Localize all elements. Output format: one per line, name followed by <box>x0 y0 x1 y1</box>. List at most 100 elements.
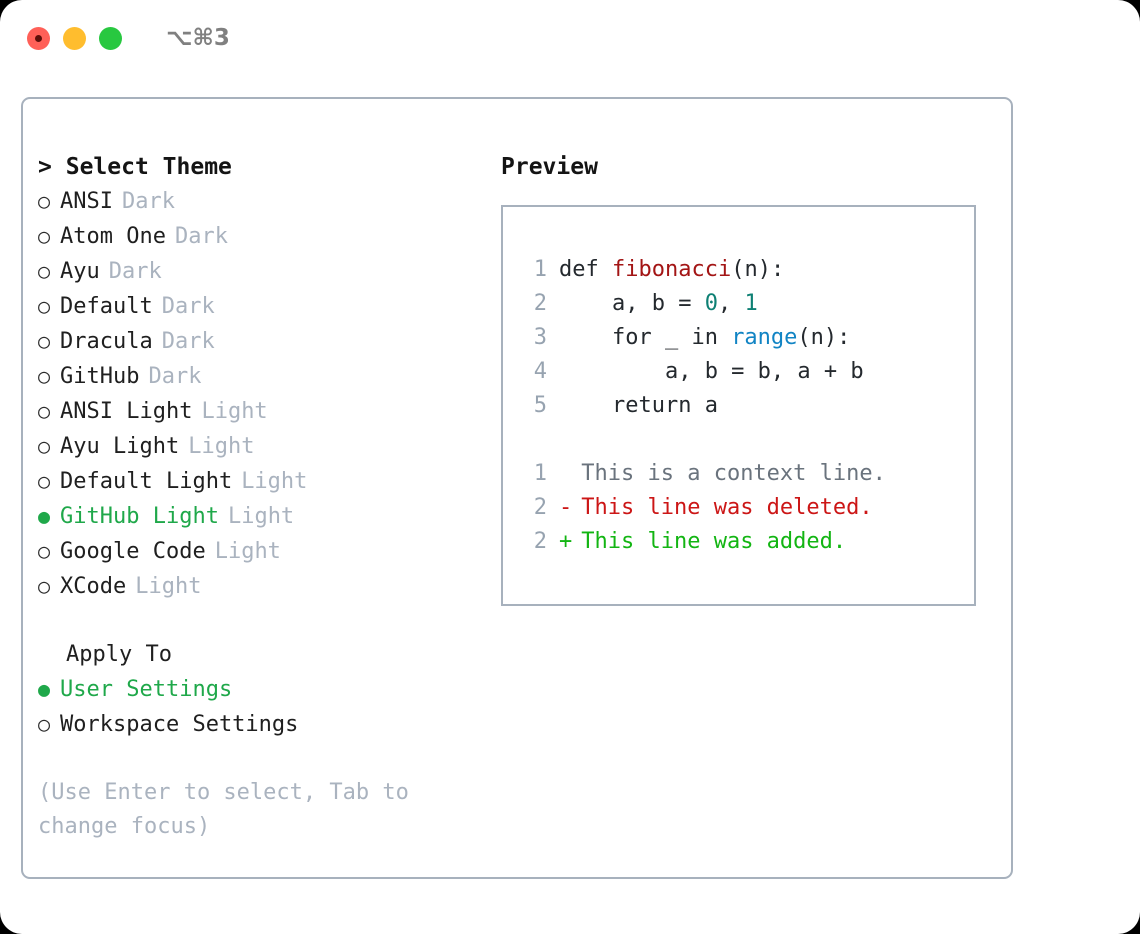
theme-name: Ayu Light <box>60 434 180 459</box>
theme-variant-badge: Light <box>227 504 295 529</box>
code-token-plain: (n): <box>731 257 785 282</box>
diff-line-deleted: 2-This line was deleted. <box>513 491 968 525</box>
zoom-button[interactable] <box>99 26 122 50</box>
code-line: 1 def fibonacci(n): <box>513 253 968 287</box>
diff-text: This line was added. <box>581 529 847 554</box>
radio-unselected-icon: ○ <box>38 364 51 388</box>
radio-unselected-icon: ○ <box>38 294 51 318</box>
theme-option-ansi-light[interactable]: ○ ANSI Light Light <box>38 394 488 429</box>
theme-variant-badge: Light <box>201 399 268 424</box>
diff-block: 1 This is a context line.2-This line was… <box>513 457 968 559</box>
code-line-content: return a <box>559 389 718 423</box>
code-line: 3 for _ in range(n): <box>513 321 968 355</box>
theme-option-xcode[interactable]: ○ XCode Light <box>38 569 488 604</box>
theme-variant-badge: Light <box>241 469 308 494</box>
code-token-plain: , <box>717 291 745 316</box>
theme-name: Default <box>60 294 153 319</box>
apply-to-label: User Settings <box>60 677 233 702</box>
radio-unselected-icon: ○ <box>38 574 51 598</box>
diff-line-context: 1 This is a context line. <box>513 457 968 491</box>
theme-option-github[interactable]: ○ GitHub Dark <box>38 359 488 394</box>
code-token-fn: fibonacci <box>611 257 732 282</box>
apply-to-option-user-settings[interactable]: ● User Settings <box>38 672 488 707</box>
apply-to-option-workspace-settings[interactable]: ○ Workspace Settings <box>38 707 488 742</box>
theme-variant-badge: Dark <box>108 259 162 284</box>
code-token-plain: def <box>559 257 612 282</box>
radio-unselected-icon: ○ <box>38 224 51 248</box>
diff-text: This line was deleted. <box>581 495 873 520</box>
code-token-plain: return a <box>559 393 718 418</box>
radio-unselected-icon: ○ <box>38 189 51 213</box>
code-token-plain: for _ in <box>559 325 732 350</box>
code-token-num: 1 <box>744 291 758 316</box>
radio-unselected-icon: ○ <box>38 539 51 563</box>
code-token-plain: a, b = <box>559 291 705 316</box>
diff-line-added: 2 + This line was added. <box>513 525 968 559</box>
line-number: 2 <box>533 529 547 554</box>
line-number: 5 <box>533 393 547 418</box>
line-number: 4 <box>533 359 547 384</box>
minimize-button[interactable] <box>63 26 86 50</box>
radio-unselected-icon: ○ <box>38 399 51 423</box>
theme-variant-badge: Light <box>188 434 255 459</box>
theme-name: GitHub Light <box>60 504 219 529</box>
theme-option-github-light[interactable]: ● GitHub Light Light <box>38 499 488 534</box>
radio-unselected-icon: ○ <box>38 259 51 283</box>
preview-title: Preview <box>501 154 598 180</box>
theme-name: Google Code <box>60 539 206 564</box>
diff-marker <box>559 457 581 491</box>
title-bar: ⌥⌘3 <box>0 0 1140 76</box>
select-theme-header: > Select Theme <box>38 150 488 184</box>
line-number: 1 <box>533 461 547 486</box>
apply-to-label: Workspace Settings <box>60 712 299 737</box>
close-button[interactable] <box>27 26 50 50</box>
prompt-caret-icon: > <box>38 154 52 180</box>
radio-selected-icon: ● <box>38 504 51 528</box>
section-spacer <box>38 604 488 638</box>
radio-selected-icon: ● <box>38 677 51 701</box>
diff-marker: - <box>559 495 573 520</box>
code-token-plain: a, b = b, a + b <box>559 359 864 384</box>
theme-option-google-code[interactable]: ○ Google Code Light <box>38 534 488 569</box>
radio-unselected-icon: ○ <box>38 329 51 353</box>
theme-variant-badge: Dark <box>174 224 228 249</box>
line-number: 3 <box>533 325 547 350</box>
radio-unselected-icon: ○ <box>38 712 51 736</box>
theme-name: Default Light <box>60 469 233 494</box>
theme-option-default[interactable]: ○ Default Dark <box>38 289 488 324</box>
code-line: 5 return a <box>513 389 968 423</box>
code-line-content: for _ in range(n): <box>559 321 850 355</box>
theme-name: ANSI Light <box>60 399 193 424</box>
shortcut-label: ⌥⌘3 <box>166 25 230 51</box>
theme-variant-badge: Dark <box>161 294 215 319</box>
code-token-num: 0 <box>704 291 718 316</box>
line-number: 2 <box>533 291 547 316</box>
theme-variant-badge: Light <box>214 539 281 564</box>
diff-text: This is a context line. <box>581 461 886 486</box>
theme-variant-badge: Dark <box>161 329 215 354</box>
theme-name: GitHub <box>60 364 140 389</box>
diff-marker: + <box>559 529 573 554</box>
theme-variant-badge: Dark <box>148 364 202 389</box>
select-theme-label: Select Theme <box>65 154 232 180</box>
line-number: 2 <box>533 495 547 520</box>
line-number: 1 <box>533 257 547 282</box>
apply-to-list: ● User Settings ○ Workspace Settings <box>38 672 488 742</box>
code-token-plain: (n): <box>797 325 851 350</box>
theme-variant-badge: Light <box>135 574 202 599</box>
theme-name: XCode <box>60 574 127 599</box>
